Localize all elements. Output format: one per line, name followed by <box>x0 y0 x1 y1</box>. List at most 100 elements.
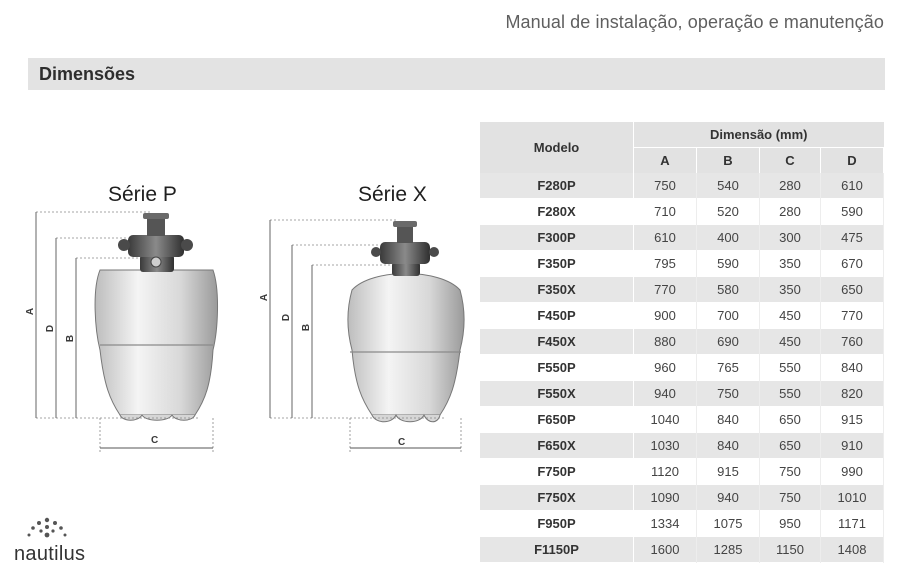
model-cell: F750X <box>480 484 634 511</box>
series-x-label-c: C <box>398 437 406 448</box>
model-cell: F300P <box>480 224 634 251</box>
dimension-cell-b: 1075 <box>696 510 760 537</box>
series-p-dimension-lines <box>36 211 214 452</box>
dimension-cell-d: 1408 <box>820 536 885 563</box>
dimension-cell-d: 760 <box>820 328 885 355</box>
dimension-cell-c: 550 <box>759 354 821 381</box>
series-p-label-d: D <box>45 324 57 333</box>
series-p-label: Série P <box>108 183 177 206</box>
dimension-cell-b: 915 <box>696 458 760 485</box>
dimension-cell-b: 840 <box>696 432 760 459</box>
model-cell: F550X <box>480 380 634 407</box>
column-header-a: A <box>633 147 697 173</box>
dimension-cell-b: 690 <box>696 328 760 355</box>
dimension-cell-c: 280 <box>759 173 821 199</box>
dimension-cell-a: 960 <box>633 354 697 381</box>
dimension-cell-d: 1010 <box>820 484 885 511</box>
series-p-label-a: A <box>25 307 37 316</box>
series-p-filter-drawing <box>94 213 218 421</box>
table-header-row: Modelo Dimensão (mm) <box>480 122 884 173</box>
dimension-cell-c: 650 <box>759 432 821 459</box>
dimension-cell-d: 910 <box>820 432 885 459</box>
model-cell: F350X <box>480 276 634 303</box>
dimension-cell-b: 580 <box>696 276 760 303</box>
model-cell: F280X <box>480 198 634 225</box>
dimension-cell-d: 475 <box>820 224 885 251</box>
nautilus-logo-icon <box>27 517 67 538</box>
dimension-cell-c: 550 <box>759 380 821 407</box>
model-cell: F350P <box>480 250 634 277</box>
dimension-cell-d: 610 <box>820 173 885 199</box>
manual-title: Manual de instalação, operação e manuten… <box>505 12 884 32</box>
series-p-label-c: C <box>151 435 159 446</box>
dimension-cell-c: 350 <box>759 276 821 303</box>
dimension-cell-a: 1334 <box>633 510 697 537</box>
series-x-label-d: D <box>281 313 293 322</box>
column-header-dimensao: Dimensão (mm) <box>633 122 884 148</box>
dimension-cell-c: 750 <box>759 458 821 485</box>
series-p-label-b: B <box>65 334 77 343</box>
dimension-cell-d: 590 <box>820 198 885 225</box>
dimension-cell-b: 520 <box>696 198 760 225</box>
dimension-cell-a: 710 <box>633 198 697 225</box>
dimension-cell-b: 840 <box>696 406 760 433</box>
dimension-cell-a: 610 <box>633 224 697 251</box>
dimension-cell-a: 770 <box>633 276 697 303</box>
filter-dimension-drawings <box>35 211 465 452</box>
model-cell: F650P <box>480 406 634 433</box>
dimension-cell-a: 750 <box>633 173 697 199</box>
section-title: Dimensões <box>39 64 136 84</box>
model-cell: F280P <box>480 173 634 199</box>
brand-name: nautilus <box>14 543 86 565</box>
dimension-cell-a: 1030 <box>633 432 697 459</box>
dimension-cell-b: 540 <box>696 173 760 199</box>
column-header-modelo: Modelo <box>480 122 634 173</box>
column-header-b: B <box>696 147 760 173</box>
dimension-cell-a: 900 <box>633 302 697 329</box>
dimension-cell-c: 1150 <box>759 536 821 563</box>
dimension-cell-d: 990 <box>820 458 885 485</box>
model-cell: F950P <box>480 510 634 537</box>
series-x-filter-drawing <box>347 221 465 423</box>
column-header-d: D <box>820 147 885 173</box>
dimension-cell-c: 650 <box>759 406 821 433</box>
model-cell: F750P <box>480 458 634 485</box>
section-header-bar: Dimensões <box>28 58 885 90</box>
dimension-cell-b: 940 <box>696 484 760 511</box>
dimension-cell-a: 1600 <box>633 536 697 563</box>
dimension-cell-d: 915 <box>820 406 885 433</box>
dimension-cell-c: 950 <box>759 510 821 537</box>
dimension-cell-b: 765 <box>696 354 760 381</box>
dimension-cell-d: 650 <box>820 276 885 303</box>
model-cell: F450X <box>480 328 634 355</box>
model-cell: F550P <box>480 354 634 381</box>
dimension-cell-c: 280 <box>759 198 821 225</box>
series-x-label-b: B <box>301 323 313 332</box>
dimension-cell-b: 700 <box>696 302 760 329</box>
dimension-cell-a: 1120 <box>633 458 697 485</box>
dimension-cell-a: 1090 <box>633 484 697 511</box>
dimension-cell-b: 400 <box>696 224 760 251</box>
dimension-cell-d: 770 <box>820 302 885 329</box>
model-cell: F650X <box>480 432 634 459</box>
dimension-cell-b: 750 <box>696 380 760 407</box>
dimension-cell-c: 750 <box>759 484 821 511</box>
dimension-cell-a: 880 <box>633 328 697 355</box>
dimension-cell-b: 1285 <box>696 536 760 563</box>
dimension-cell-a: 795 <box>633 250 697 277</box>
series-x-label: Série X <box>358 183 427 206</box>
